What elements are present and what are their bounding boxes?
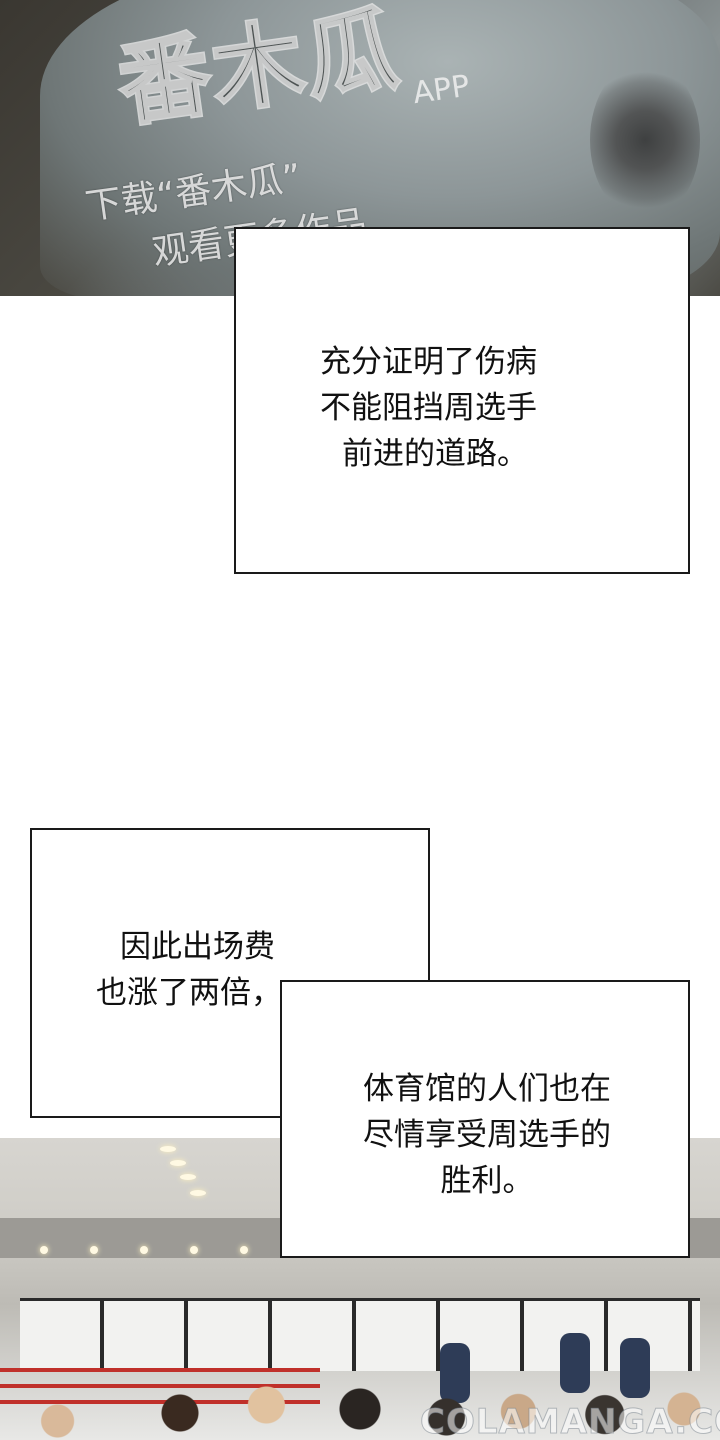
- ceiling-light: [40, 1246, 48, 1254]
- caption-2b-line-2: 尽情享受周选手的: [363, 1117, 611, 1153]
- caption-text-2b: 体育馆的人们也在 尽情享受周选手的 胜利。: [326, 1066, 648, 1204]
- caption-2a-line-2: 也涨了两倍，: [96, 975, 282, 1011]
- tattoo-mark: [590, 60, 700, 220]
- ceiling-light: [190, 1190, 206, 1196]
- caption-2b-line-1: 体育馆的人们也在: [363, 1071, 611, 1107]
- ceiling-light: [180, 1174, 196, 1180]
- watermark-app: APP: [410, 68, 472, 112]
- caption-1-line-1: 充分证明了伤病: [320, 344, 537, 380]
- caption-2a-line-1: 因此出场费: [120, 929, 275, 965]
- caption-box-1: 充分证明了伤病 不能阻挡周选手 前进的道路。: [234, 227, 690, 574]
- caption-1-line-2: 不能阻挡周选手: [320, 390, 537, 426]
- caption-2b-line-3: 胜利。: [440, 1163, 534, 1199]
- site-watermark: COLAMANGA.COM: [420, 1402, 720, 1440]
- ceiling-light: [140, 1246, 148, 1254]
- watermark-logo: 番木瓜: [110, 0, 407, 141]
- caption-1-line-3: 前进的道路。: [342, 436, 528, 472]
- top-panel-illustration: 番木瓜 APP 下载“番木瓜” 观看更多作品: [0, 0, 720, 296]
- ceiling-light: [160, 1146, 176, 1152]
- caption-text-1: 充分证明了伤病 不能阻挡周选手 前进的道路。: [320, 339, 537, 477]
- ceiling-light: [240, 1246, 248, 1254]
- gym-windows: [20, 1298, 700, 1371]
- ceiling-light: [90, 1246, 98, 1254]
- caption-box-2b: 体育馆的人们也在 尽情享受周选手的 胜利。: [280, 980, 690, 1258]
- caption-text-2a: 因此出场费 也涨了两倍，: [96, 924, 282, 1016]
- ceiling-light: [170, 1160, 186, 1166]
- cheering-crowd: [0, 1373, 720, 1440]
- ceiling-light: [190, 1246, 198, 1254]
- ring-rope: [0, 1368, 320, 1372]
